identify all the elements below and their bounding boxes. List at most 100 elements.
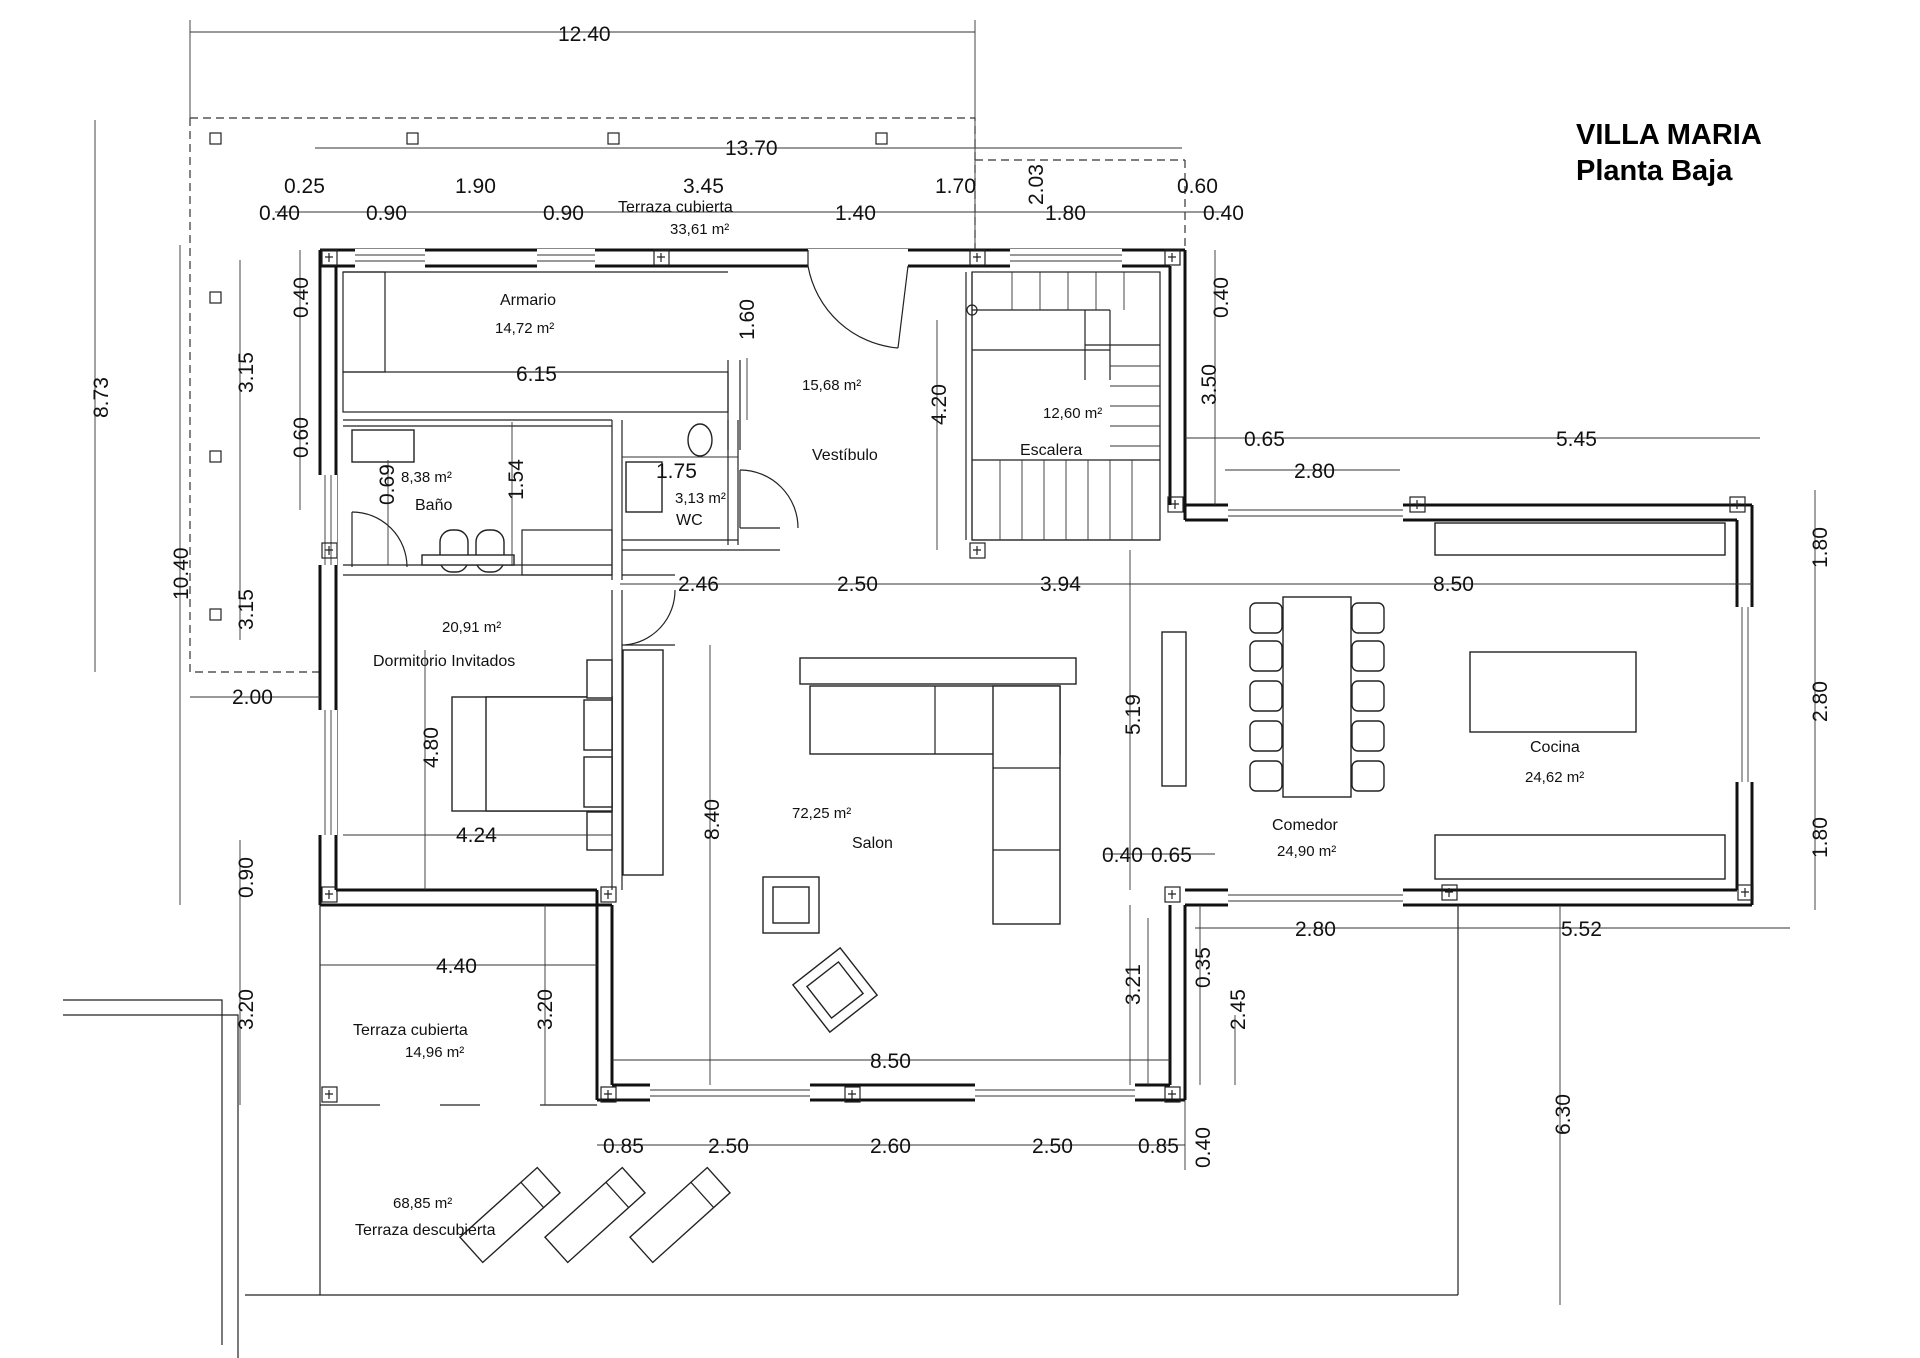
sun-lounger <box>458 1166 562 1264</box>
dim-2-46: 2.46 <box>678 573 719 596</box>
dim-2-50-b: 2.50 <box>1032 1135 1073 1158</box>
sun-lounger <box>628 1166 732 1264</box>
sofa-chaise <box>992 685 1061 925</box>
room-name-armario: Armario <box>500 292 556 309</box>
bedroom-furniture <box>451 649 664 876</box>
dim-0-65-mid: 0.65 <box>1151 844 1192 867</box>
washbasin <box>351 429 415 463</box>
dim-4-80: 4.80 <box>420 727 443 768</box>
title-villa-name: VILLA MARIA <box>1576 119 1762 151</box>
kitchen-furniture <box>1434 522 1726 880</box>
chair <box>1249 760 1283 792</box>
column-marker <box>406 132 419 145</box>
dim-0-35: 0.35 <box>1192 947 1215 988</box>
dim-3-15-a: 3.15 <box>235 352 258 393</box>
dim-1-40: 1.40 <box>835 202 876 225</box>
dim-1-54: 1.54 <box>505 459 528 500</box>
living-room-furniture <box>762 631 1187 1034</box>
dim-1-80-top: 1.80 <box>1045 202 1086 225</box>
room-area-terraza-cubierta-left: 14,96 m² <box>405 1044 464 1061</box>
room-name-dormitorio: Dormitorio Invitados <box>373 653 515 670</box>
column-marker <box>875 132 888 145</box>
dim-2-60: 2.60 <box>870 1135 911 1158</box>
column <box>1164 886 1181 903</box>
room-name-cocina: Cocina <box>1530 739 1580 756</box>
dim-6-30: 6.30 <box>1552 1094 1575 1135</box>
nightstand <box>586 811 613 851</box>
kitchen-counter-top <box>1434 522 1726 556</box>
dim-0-25: 0.25 <box>284 175 325 198</box>
room-name-comedor: Comedor <box>1272 817 1338 834</box>
chair <box>1249 640 1283 672</box>
room-area-dormitorio: 20,91 m² <box>442 619 501 636</box>
dim-3-21: 3.21 <box>1122 964 1145 1005</box>
column <box>321 542 338 559</box>
dim-0-40-left: 0.40 <box>290 277 313 318</box>
room-area-terraza-cubierta-top: 33,61 m² <box>670 221 729 238</box>
room-name-terraza-cubierta-top: Terraza cubierta <box>618 199 733 216</box>
dimension-lines <box>94 20 1816 1305</box>
column <box>321 886 338 903</box>
room-name-vestibulo: Vestíbulo <box>812 447 878 464</box>
dim-10-40: 10.40 <box>170 547 193 600</box>
shelf <box>421 554 515 566</box>
dim-0-69: 0.69 <box>376 464 399 505</box>
room-area-salon: 72,25 m² <box>792 805 851 822</box>
column <box>321 249 338 266</box>
dim-3-50: 3.50 <box>1198 364 1221 405</box>
column <box>653 249 670 266</box>
dim-4-24: 4.24 <box>456 824 497 847</box>
chair <box>1351 640 1385 672</box>
column <box>321 1086 338 1103</box>
chair <box>1351 720 1385 752</box>
room-area-armario: 14,72 m² <box>495 320 554 337</box>
interior-doors <box>351 469 799 646</box>
dining-furniture <box>1249 596 1385 798</box>
wc-toilet <box>687 423 713 457</box>
dim-0-40-mid: 0.40 <box>1102 844 1143 867</box>
column <box>1164 1086 1181 1103</box>
windows <box>318 249 1754 1102</box>
dim-3-94: 3.94 <box>1040 573 1081 596</box>
armchair-seat <box>772 886 810 924</box>
bidet <box>439 529 469 573</box>
dim-0-90-left: 0.90 <box>235 857 258 898</box>
chair <box>1249 602 1283 634</box>
room-name-terraza-cubierta-left: Terraza cubierta <box>353 1022 468 1039</box>
kitchen-counter-bottom <box>1434 834 1726 880</box>
room-name-wc: WC <box>676 512 703 529</box>
room-area-wc: 3,13 m² <box>675 490 726 507</box>
dim-6-15: 6.15 <box>516 363 557 386</box>
dim-3-45: 3.45 <box>683 175 724 198</box>
chair <box>1351 760 1385 792</box>
entrance-door <box>807 249 909 349</box>
dim-8-73: 8.73 <box>90 377 113 418</box>
pillow <box>583 756 613 808</box>
dim-5-52: 5.52 <box>1561 918 1602 941</box>
dim-8-50-bot: 8.50 <box>870 1050 911 1073</box>
room-area-bano: 8,38 m² <box>401 469 452 486</box>
terrace-column-markers <box>209 132 888 621</box>
bathroom-fixtures <box>351 423 713 573</box>
room-name-terraza-descubierta: Terraza descubierta <box>355 1222 496 1239</box>
column <box>969 249 986 266</box>
dim-0-40-right: 0.40 <box>1210 277 1233 318</box>
column-marker <box>209 608 222 621</box>
structural-columns <box>321 249 1754 1103</box>
outdoor-terrace <box>63 905 1459 1358</box>
column <box>969 542 986 559</box>
dim-3-20-b: 3.20 <box>235 989 258 1030</box>
plan-title: VILLA MARIA Planta Baja <box>1576 119 1762 187</box>
column-marker <box>209 291 222 304</box>
dining-table <box>1282 596 1352 798</box>
dim-3-15-b: 3.15 <box>235 589 258 630</box>
chair <box>1249 720 1283 752</box>
dim-3-20-a: 3.20 <box>534 989 557 1030</box>
room-area-escalera: 12,60 m² <box>1043 405 1102 422</box>
dim-0-60-left: 0.60 <box>290 417 313 458</box>
dim-1-60: 1.60 <box>736 299 759 340</box>
column <box>1409 496 1426 513</box>
title-floor-name: Planta Baja <box>1576 155 1733 187</box>
room-name-escalera: Escalera <box>1020 442 1082 459</box>
